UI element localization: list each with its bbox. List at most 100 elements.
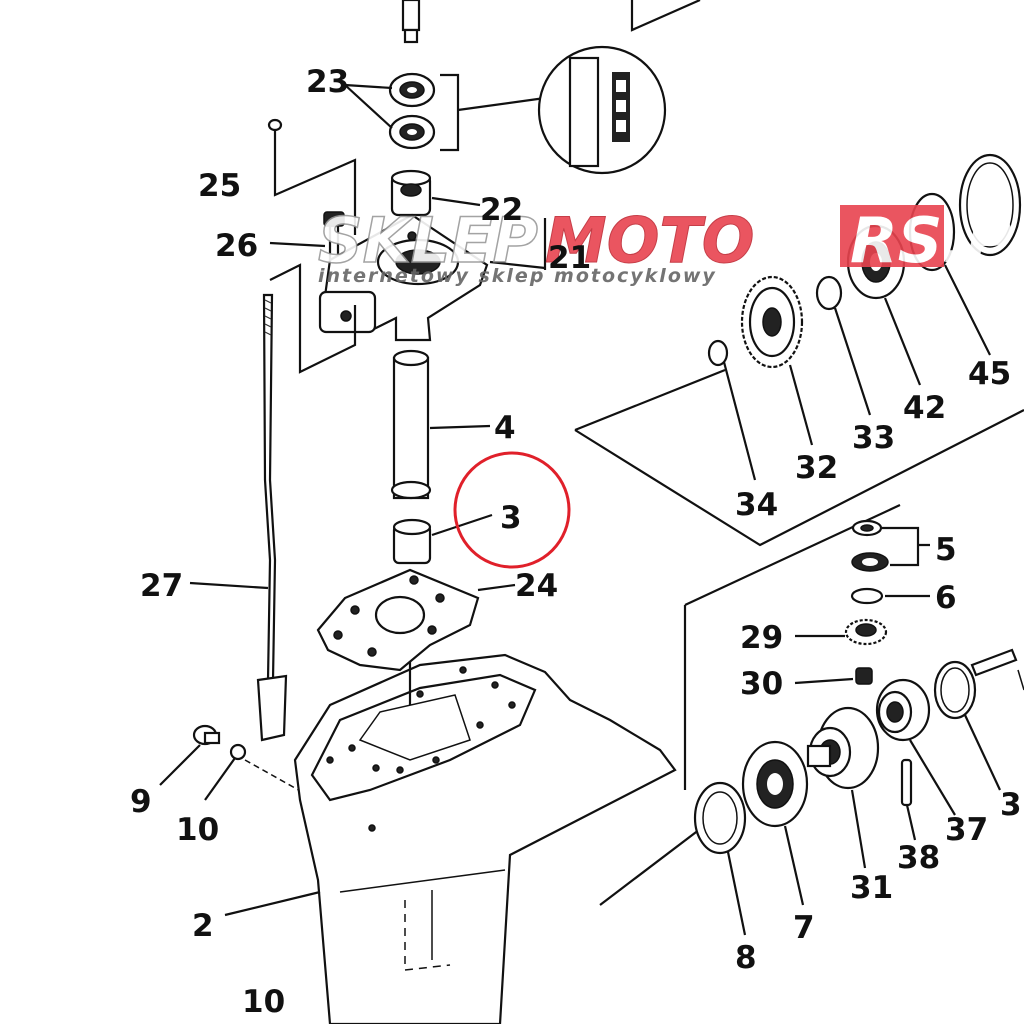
- callout-34: 34: [735, 487, 778, 523]
- leader-27: [189, 581, 269, 590]
- gear-32: [740, 275, 804, 369]
- leader-24: [477, 583, 516, 592]
- washer-5-upper: [851, 519, 883, 537]
- leader-8: [726, 851, 747, 936]
- leader-22: [431, 196, 481, 207]
- leader-9: [159, 744, 201, 786]
- washer-33: [815, 275, 843, 311]
- shift-rod-27: [256, 293, 288, 742]
- bearing-5-lower: [851, 552, 889, 572]
- pinion-29: [844, 618, 888, 646]
- leader-42: [883, 297, 922, 386]
- frame-21: [269, 263, 357, 374]
- callout-42: 42: [903, 390, 946, 426]
- frame-right-bottom: [599, 819, 713, 906]
- callout-8: 8: [735, 940, 757, 976]
- callout-24: 24: [515, 568, 558, 604]
- watermark-logo: SKLEP MOTO RS.P internetowy sklep motocy…: [317, 203, 1011, 287]
- clutch-37: [875, 678, 931, 742]
- bearing-23-upper: [388, 72, 436, 108]
- callout-6: 6: [935, 580, 957, 616]
- gear-31: [806, 706, 880, 790]
- drive-shaft-top: [401, 0, 421, 44]
- callout-23: 23: [306, 64, 349, 100]
- callout-2: 2: [192, 908, 214, 944]
- watermark-brand-right: RS.P: [850, 204, 1011, 277]
- callout-3-right: 3: [1000, 787, 1022, 823]
- callout-3: 3: [500, 500, 522, 536]
- o-ring-right-inner: [940, 667, 970, 713]
- callout-31: 31: [850, 870, 893, 906]
- detail-inset-circle: [537, 45, 667, 175]
- callout-9: 9: [130, 784, 152, 820]
- callout-38: 38: [897, 840, 940, 876]
- leader-33: [833, 307, 872, 416]
- callout-21: 21: [548, 240, 591, 276]
- frame-25: [273, 130, 357, 235]
- leader-3: [431, 513, 493, 537]
- callout-27: 27: [140, 568, 183, 604]
- bolt-9: [192, 724, 221, 746]
- leader-45: [944, 264, 991, 356]
- leader-38: [905, 804, 917, 841]
- bracket-23: [440, 73, 546, 152]
- watermark-brand-box: [840, 205, 944, 267]
- leader-3x: [964, 714, 1001, 791]
- leader-32: [788, 364, 814, 446]
- frame-right-upper: [574, 368, 1024, 547]
- circlip-34: [707, 339, 729, 367]
- callout-25: 25: [198, 168, 241, 204]
- callout-33: 33: [852, 420, 895, 456]
- callout-10-lower: 10: [242, 984, 285, 1020]
- o-ring-45b-inner: [966, 162, 1014, 248]
- watermark-tagline: internetowy sklep motocyklowy: [318, 265, 717, 287]
- leader-34: [722, 361, 757, 481]
- callout-10-upper: 10: [176, 812, 219, 848]
- frame-line-top: [630, 0, 701, 32]
- leader-37: [909, 739, 956, 816]
- callout-37: 37: [945, 812, 988, 848]
- watermark-brand-mid: MOTO: [545, 204, 754, 277]
- pin-right: [970, 648, 1018, 677]
- bearing-23-lower: [388, 114, 436, 150]
- grommet-3: [392, 518, 432, 565]
- water-tube-4: [390, 349, 432, 500]
- washer-6: [850, 587, 884, 605]
- callout-26: 26: [215, 228, 258, 264]
- o-ring-45b: [958, 153, 1022, 257]
- leader-7: [783, 825, 805, 906]
- callout-45: 45: [968, 356, 1011, 392]
- leader-23: [344, 83, 393, 129]
- callout-29: 29: [740, 620, 783, 656]
- highlight-circle: [453, 451, 571, 569]
- leader-30: [794, 677, 854, 685]
- callout-5: 5: [935, 532, 957, 568]
- pin-38: [900, 758, 913, 807]
- ring-8-inner: [702, 791, 738, 845]
- leader-2: [224, 890, 321, 917]
- bolt-26: [323, 211, 345, 268]
- leader-26: [269, 241, 326, 248]
- callout-30: 30: [740, 666, 783, 702]
- leader-10: [204, 757, 236, 801]
- watermark-brand-left: SKLEP: [318, 204, 538, 277]
- leader-4: [429, 424, 491, 430]
- leader-31: [850, 789, 867, 869]
- bracket-5: [882, 526, 930, 567]
- pin-right-line: [1017, 669, 1024, 691]
- nut-30: [855, 667, 873, 685]
- callout-7: 7: [793, 910, 815, 946]
- callout-labels: 23 25 22 26 21 4 3 24 27 9 10 2 10 45 42…: [130, 64, 1022, 1020]
- lower-casing-2: [293, 653, 677, 1026]
- callout-4: 4: [494, 410, 516, 446]
- water-pump-housing-21: [318, 213, 489, 342]
- pin-25: [267, 118, 283, 132]
- washer-10: [229, 743, 247, 761]
- gasket-24: [316, 568, 480, 672]
- callout-32: 32: [795, 450, 838, 486]
- callout-22: 22: [480, 192, 523, 228]
- leader-21: [489, 218, 547, 270]
- bearing-7: [741, 740, 809, 828]
